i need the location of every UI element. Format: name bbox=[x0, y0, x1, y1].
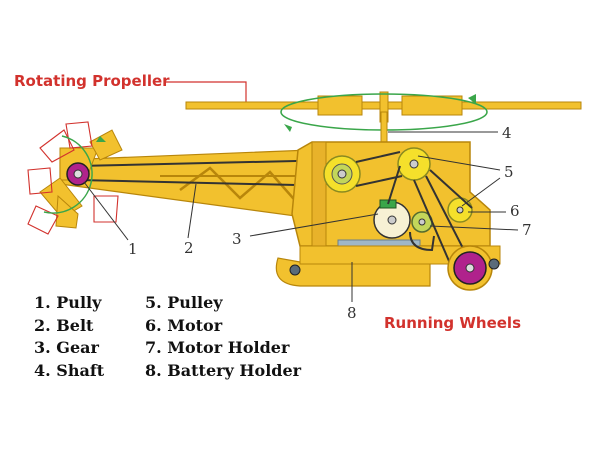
legend-item-belt: 2. Belt bbox=[34, 315, 94, 335]
motor-hub bbox=[418, 218, 426, 226]
running-wheels-label: Running Wheels bbox=[384, 314, 521, 332]
undercarriage bbox=[275, 257, 431, 287]
rear-wheel-hub bbox=[465, 263, 475, 273]
upper-pulley-hub bbox=[409, 159, 419, 169]
legend-item-motor-holder: 7. Motor Holder bbox=[145, 338, 290, 357]
legend-item-motor: 6. Motor bbox=[145, 315, 223, 335]
callout-3: 3 bbox=[232, 230, 242, 248]
rotor-hub-left bbox=[317, 95, 363, 116]
tail-pulley-hub bbox=[73, 169, 83, 179]
front-wheel bbox=[289, 264, 301, 276]
legend-item-gear: 3. Gear bbox=[34, 338, 99, 357]
cabin-front-post bbox=[311, 141, 327, 247]
callout-5: 5 bbox=[504, 163, 514, 181]
body-pulley-hub bbox=[337, 169, 347, 179]
callout-7: 7 bbox=[522, 221, 532, 239]
callout-4: 4 bbox=[502, 124, 512, 142]
legend-left: 1. Pully 2. Belt 3. Gear 4. Shaft bbox=[34, 292, 104, 382]
gear-hub bbox=[387, 215, 397, 225]
belt-upper bbox=[77, 159, 339, 167]
rear-support-wheel bbox=[488, 258, 500, 270]
tail-rotor-arrow-head bbox=[96, 136, 106, 142]
callout-2: 2 bbox=[184, 239, 194, 257]
rotor-arrow-head-left bbox=[284, 124, 292, 132]
callout-6: 6 bbox=[510, 202, 520, 220]
legend-right: 5. Pulley 6. Motor 7. Motor Holder 8. Ba… bbox=[145, 292, 301, 382]
propeller-leader-line bbox=[164, 81, 247, 104]
tail-rotor-rotation-arrow bbox=[43, 135, 93, 214]
callout-lines bbox=[83, 131, 519, 302]
legend-item-battery-holder: 8. Battery Holder bbox=[145, 360, 302, 380]
drive-belts bbox=[355, 151, 473, 269]
lower-pulley-hub bbox=[456, 206, 464, 214]
callout-1: 1 bbox=[128, 240, 138, 258]
motor-holder bbox=[409, 231, 435, 252]
rotor-arrow-head-right bbox=[468, 94, 476, 104]
rotating-propeller-label: Rotating Propeller bbox=[14, 72, 170, 90]
legend-item-shaft: 4. Shaft bbox=[34, 360, 105, 380]
legend-item-pully: 1. Pully bbox=[34, 293, 102, 312]
legend-item-pulley: 5. Pulley bbox=[145, 293, 223, 312]
callout-8: 8 bbox=[347, 304, 357, 322]
